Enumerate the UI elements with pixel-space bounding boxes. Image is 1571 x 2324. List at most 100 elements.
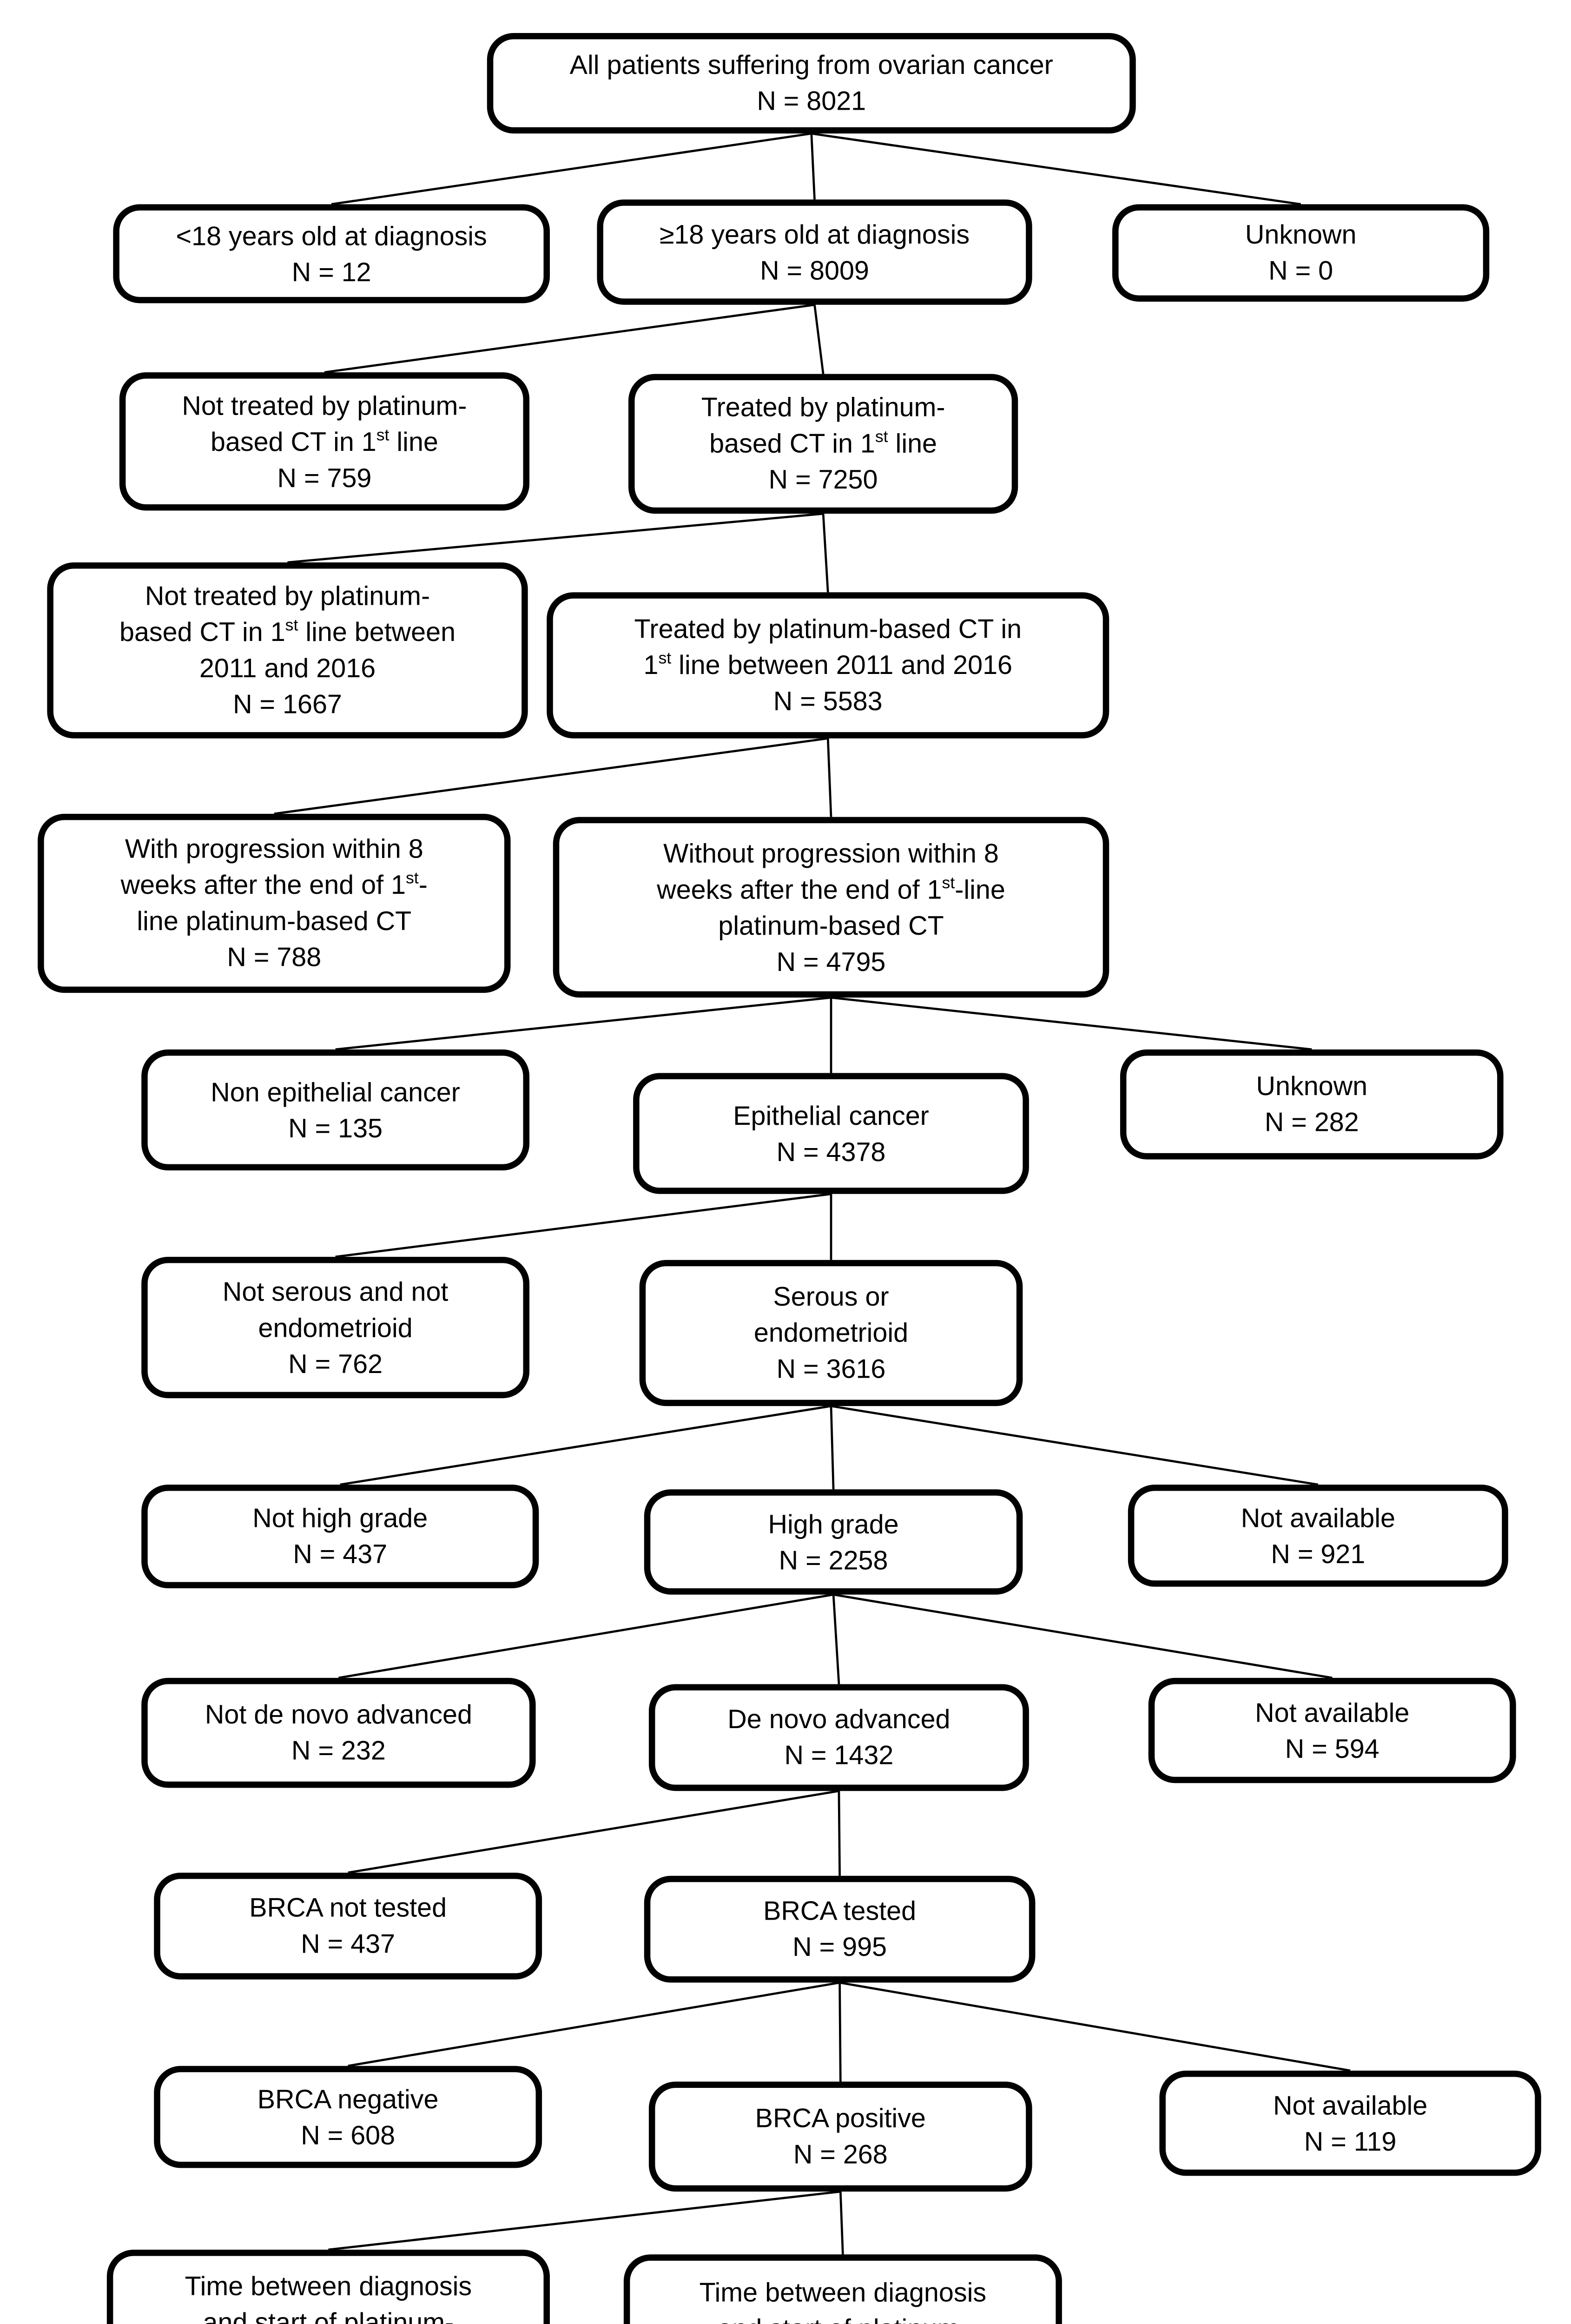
flow-box-brca-not-available: Not available N = 119: [1159, 2070, 1541, 2176]
flow-box-count: N = 135: [288, 1113, 383, 1143]
flow-box-count: N = 3616: [776, 1354, 886, 1384]
flow-box-count: N = 0: [1268, 256, 1333, 286]
flow-box-count: N = 119: [1304, 2126, 1397, 2157]
flow-box-label-line: Treated by platinum-based CT in: [634, 614, 1022, 644]
flow-box-count: N = 762: [288, 1348, 383, 1379]
flow-box-brca-negative: BRCA negative N = 608: [154, 2066, 542, 2168]
flow-box-label-line: weeks after the end of 1st-line: [657, 873, 1005, 905]
flow-box-over18: ≥18 years old at diagnosis N = 8009: [597, 199, 1032, 305]
connector-over18-to-no-platinum: [324, 304, 815, 374]
flow-box-label-line: platinum-based CT: [718, 910, 944, 940]
flow-box-label-line: based CT in 1st line: [211, 425, 438, 456]
connector-brca-positive-to-time-lt-1000: [839, 2192, 844, 2255]
flow-box-serous: Serous or endometrioid N = 3616: [639, 1260, 1023, 1406]
flow-box-brca-tested: BRCA tested N = 995: [644, 1875, 1036, 1983]
flow-box-label-line: <18 years old at diagnosis: [176, 220, 487, 251]
flow-box-count: N = 594: [1285, 1733, 1380, 1764]
flow-box-label-line: BRCA tested: [763, 1896, 917, 1926]
connector-brca-tested-to-brca-positive: [838, 1982, 842, 2082]
connector-serous-to-grade-not-available: [831, 1405, 1319, 1486]
flow-box-label-line: Unknown: [1245, 220, 1357, 250]
flow-box-label-line: Not available: [1241, 1502, 1395, 1533]
flow-box-unknown-age: Unknown N = 0: [1112, 204, 1490, 302]
flow-box-no-platinum-2011-2016: Not treated by platinum-based CT in 1st …: [47, 562, 528, 739]
flow-box-count: N = 921: [1271, 1538, 1366, 1569]
flow-box-label-line: De novo advanced: [727, 1704, 951, 1735]
connector-platinum-2011-2016-to-progression: [274, 737, 828, 815]
flow-box-label-line: weeks after the end of 1st-: [120, 869, 428, 900]
flow-box-count: N = 2258: [779, 1545, 888, 1575]
flow-box-label-line: Unknown: [1256, 1071, 1368, 1102]
flow-box-root: All patients suffering from ovarian canc…: [487, 33, 1136, 134]
flow-box-count: N = 608: [301, 2120, 396, 2150]
flow-box-de-novo: De novo advanced N = 1432: [648, 1684, 1029, 1791]
flow-box-count: N = 8009: [760, 255, 869, 285]
connector-de-novo-to-brca-not-tested: [348, 1789, 839, 1874]
flow-box-label-line: Non epithelial cancer: [211, 1076, 460, 1107]
connector-de-novo-to-brca-tested: [838, 1791, 841, 1876]
connector-brca-tested-to-brca-not-available: [839, 1981, 1351, 2072]
connector-no-progression-to-unknown-histology: [831, 996, 1312, 1051]
flow-box-count: N = 1667: [233, 689, 342, 720]
connector-platinum-to-platinum-2011-2016: [822, 514, 829, 593]
connector-serous-to-not-high-grade: [340, 1405, 832, 1486]
flow-box-count: N = 788: [227, 943, 322, 973]
flow-box-label-line: High grade: [768, 1509, 899, 1539]
flow-box-count: N = 4378: [776, 1136, 886, 1167]
flow-box-platinum: Treated by platinum-based CT in 1st line…: [628, 374, 1018, 514]
connector-platinum-2011-2016-to-no-progression: [826, 738, 832, 817]
connector-no-progression-to-non-epithelial: [335, 996, 832, 1051]
flow-box-label-line: Time between diagnosis: [185, 2271, 472, 2302]
flow-box-count: N = 995: [792, 1932, 887, 1962]
flow-box-label-line: Not treated by platinum-: [145, 581, 430, 611]
flow-box-non-epithelial: Non epithelial cancer N = 135: [141, 1049, 530, 1171]
flow-box-label-line: based CT in 1st line between: [119, 616, 456, 647]
flow-box-progression: With progression within 8 weeks after the…: [38, 813, 511, 993]
flow-box-count: N = 1432: [784, 1741, 894, 1771]
flow-box-count: N = 5583: [773, 687, 883, 717]
flow-box-count: N = 12: [291, 257, 371, 287]
connector-high-grade-to-not-de-novo: [338, 1593, 834, 1679]
flow-box-label-line: Not available: [1273, 2090, 1428, 2120]
flow-box-label-line: endometrioid: [753, 1318, 909, 1348]
flow-box-label-line: With progression within 8: [125, 834, 423, 865]
connector-root-to-under18: [331, 132, 812, 205]
flow-box-epithelial: Epithelial cancer N = 4378: [633, 1073, 1029, 1194]
connector-serous-to-high-grade: [830, 1406, 835, 1490]
connector-root-to-unknown-age: [811, 132, 1301, 205]
flow-box-label-line: ≥18 years old at diagnosis: [659, 219, 970, 249]
flow-box-high-grade: High grade N = 2258: [644, 1489, 1023, 1595]
flow-box-label-line: based CT in 1st line: [709, 428, 937, 459]
flow-box-count: N = 268: [793, 2139, 888, 2170]
flow-box-count: N = 4795: [776, 946, 886, 977]
connector-brca-tested-to-brca-negative: [348, 1981, 840, 2067]
flow-box-grade-not-available: Not available N = 921: [1128, 1485, 1508, 1587]
flow-box-platinum-2011-2016: Treated by platinum-based CT in 1st line …: [547, 592, 1109, 739]
flow-box-label-line: Not de novo advanced: [205, 1700, 472, 1730]
flow-box-under18: <18 years old at diagnosis N = 12: [113, 204, 550, 304]
connector-epithelial-to-not-serous: [335, 1193, 832, 1258]
flow-box-label-line: All patients suffering from ovarian canc…: [569, 50, 1053, 80]
flow-box-label-line: Not serous and not: [222, 1276, 449, 1307]
flow-box-label-line: Serous or: [773, 1282, 889, 1312]
flow-box-label-line: 2011 and 2016: [199, 654, 376, 684]
flow-box-no-platinum: Not treated by platinum-based CT in 1st …: [119, 372, 530, 511]
flow-box-label-line: Epithelial cancer: [733, 1100, 929, 1130]
flow-box-label-line: line platinum-based CT: [137, 906, 412, 937]
flow-box-label-line: and start of platinum-: [717, 2310, 968, 2324]
flow-box-label-line: Not treated by platinum-: [182, 390, 467, 421]
flow-box-count: N = 759: [277, 462, 372, 493]
flow-box-label-line: Without progression within 8: [663, 838, 999, 868]
flow-box-label-line: BRCA negative: [257, 2084, 439, 2114]
flow-box-label-line: 1st line between 2011 and 2016: [643, 649, 1012, 680]
flow-box-no-progression: Without progression within 8 weeks after …: [553, 817, 1109, 998]
